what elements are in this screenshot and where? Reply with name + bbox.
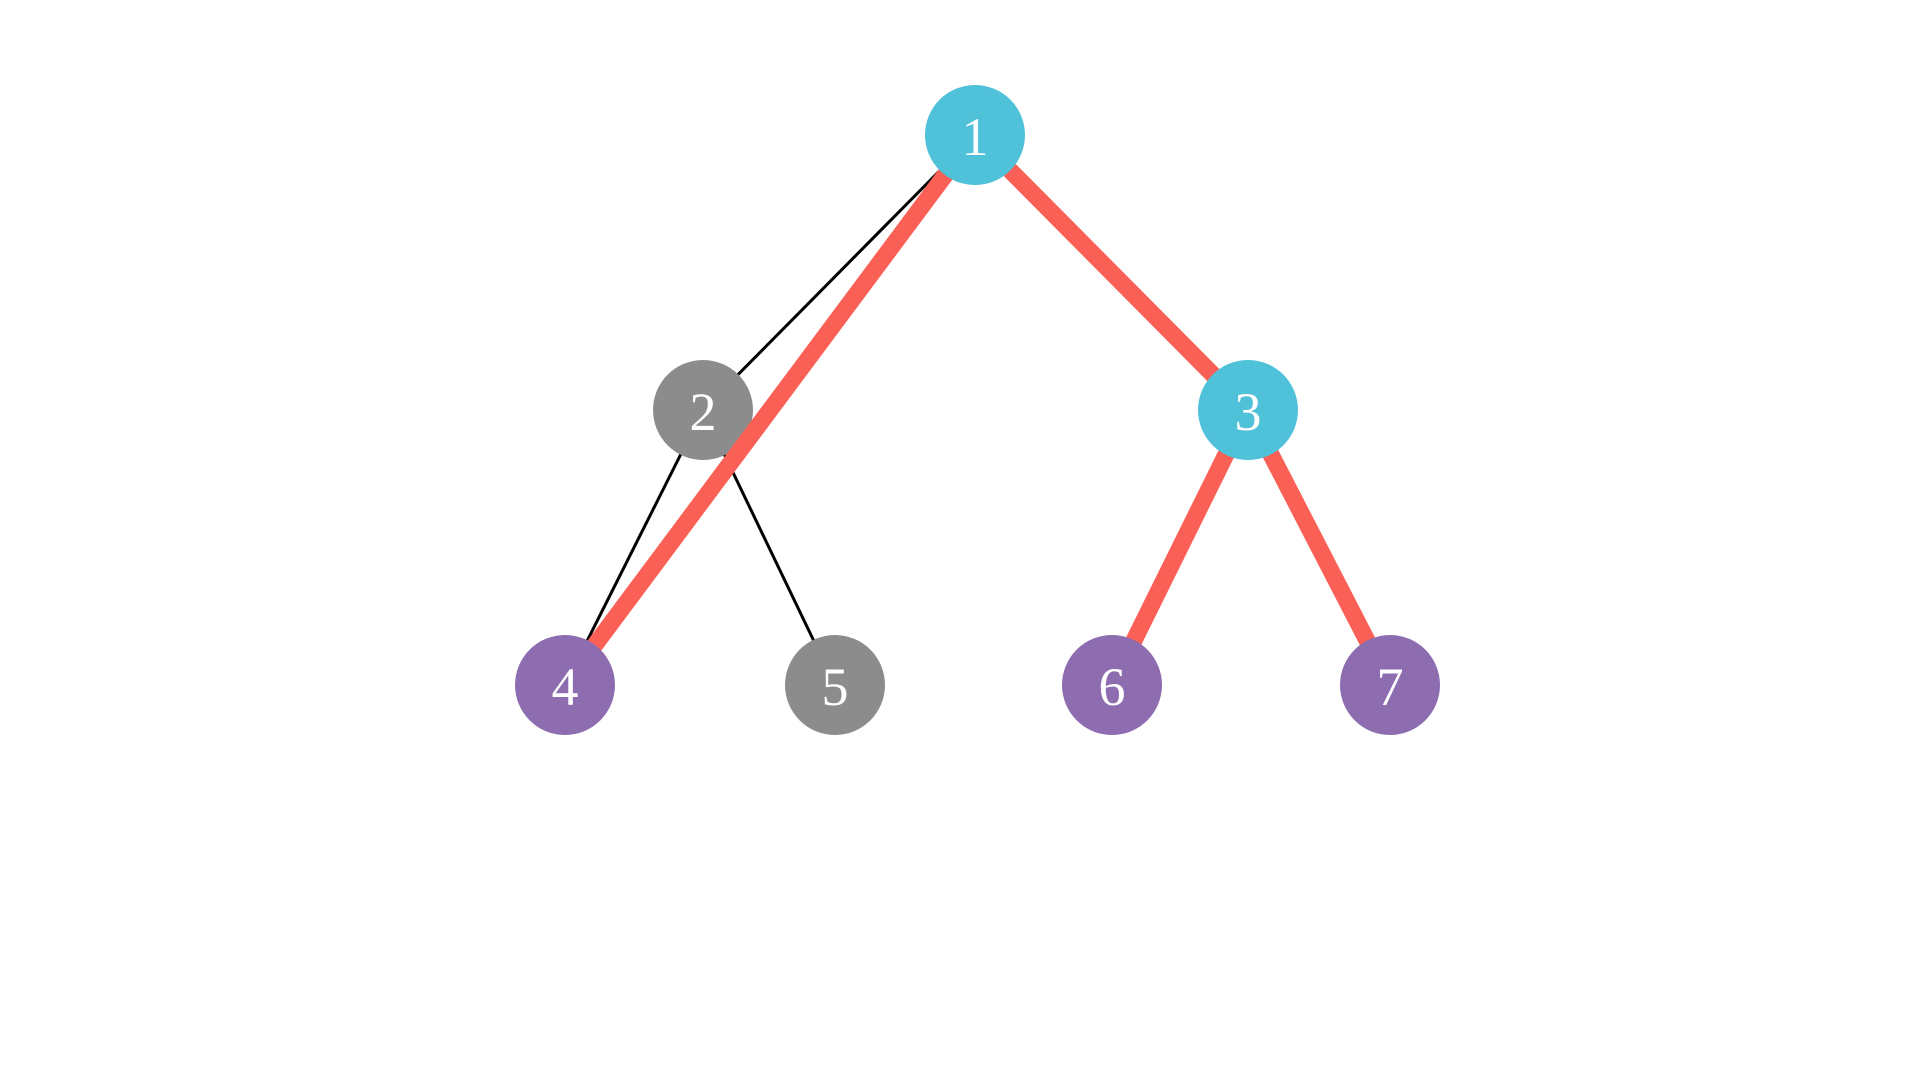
edge-3-6 — [1104, 406, 1256, 689]
edge-1-2 — [701, 133, 977, 412]
graph-node-7[interactable]: 7 — [1340, 635, 1440, 735]
graph-node-1[interactable]: 1 — [925, 85, 1025, 185]
edge-2-4 — [563, 409, 705, 686]
graph-node-5[interactable]: 5 — [785, 635, 885, 735]
node-circle-2[interactable] — [653, 360, 753, 460]
edge-1-4 — [558, 129, 982, 691]
node-circle-6[interactable] — [1062, 635, 1162, 735]
edge-3-7 — [1240, 406, 1398, 689]
node-circle-1[interactable] — [925, 85, 1025, 185]
node-circle-7[interactable] — [1340, 635, 1440, 735]
graph-node-6[interactable]: 6 — [1062, 635, 1162, 735]
graph-node-4[interactable]: 4 — [515, 635, 615, 735]
node-circle-3[interactable] — [1198, 360, 1298, 460]
node-circle-5[interactable] — [785, 635, 885, 735]
graph-node-3[interactable]: 3 — [1198, 360, 1298, 460]
edge-layer-highlight — [558, 129, 1398, 691]
node-circle-4[interactable] — [515, 635, 615, 735]
edge-1-3 — [968, 129, 1255, 416]
edge-2-5 — [701, 409, 837, 686]
edge-layer-plain — [563, 133, 977, 686]
